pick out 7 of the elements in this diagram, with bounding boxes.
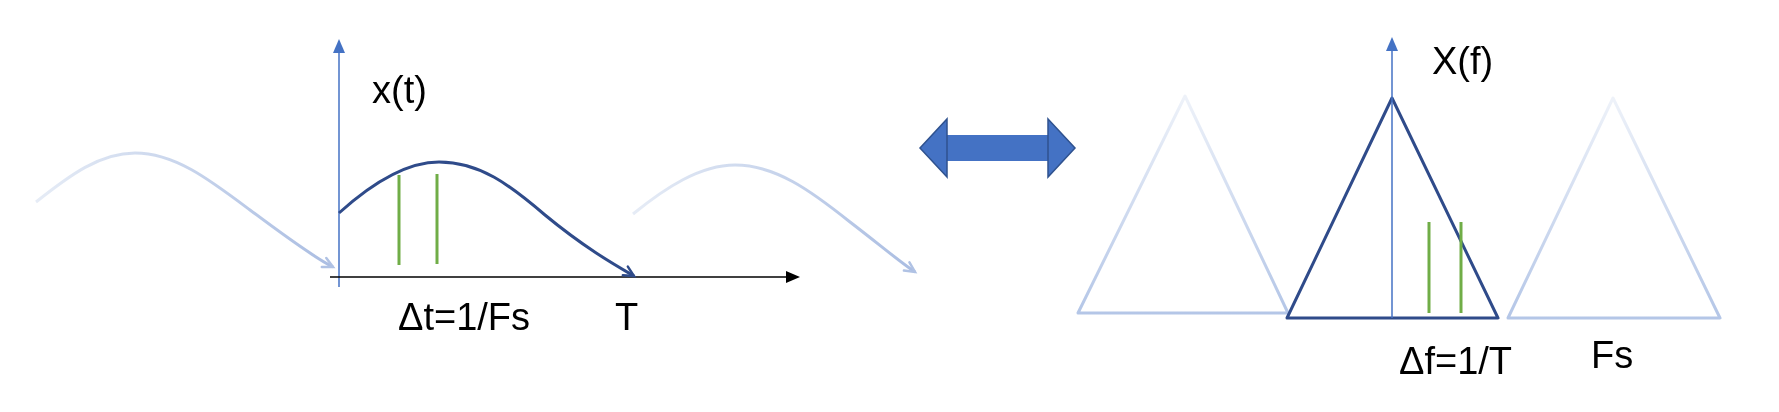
axis-label: X(f) xyxy=(1432,42,1494,80)
tick-label: T xyxy=(615,298,639,336)
spacing-label: Δt=1/Fs xyxy=(398,298,531,336)
double-arrow xyxy=(919,118,1076,178)
axis-label: x(t) xyxy=(372,71,427,109)
tick-label: Fs xyxy=(1591,336,1634,374)
spacing-label: Δf=1/T xyxy=(1399,342,1513,380)
